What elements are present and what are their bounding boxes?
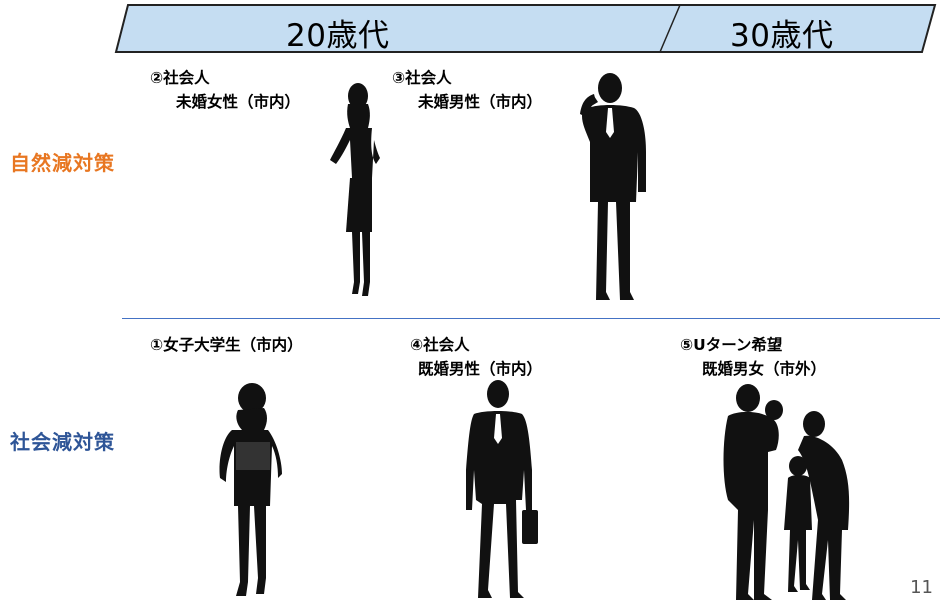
section-divider (122, 318, 940, 319)
age-banner-shape (114, 4, 937, 53)
woman-silhouette-icon (330, 83, 380, 296)
persona-3-label: ③社会人 未婚男性（市内） (392, 66, 542, 114)
social-decrease-measures-label: 社会減対策 (10, 430, 115, 454)
persona-5-label: ⑤Uターン希望 既婚男女（市外） (680, 333, 826, 381)
persona-5-subtitle: 既婚男女（市外） (702, 360, 827, 378)
persona-3-title: ③社会人 (392, 69, 452, 87)
persona-2-title: ②社会人 (150, 69, 210, 87)
persona-2-label: ②社会人 未婚女性（市内） (150, 66, 300, 114)
page-number: 11 (910, 577, 933, 598)
persona-4-label: ④社会人 既婚男性（市内） (410, 333, 542, 381)
age-label-20s: 20歳代 (286, 18, 390, 54)
persona-3-subtitle: 未婚男性（市内） (418, 93, 543, 111)
family-silhouette-icon (723, 384, 850, 600)
age-banner (114, 4, 937, 53)
age-divider-slash (659, 4, 681, 53)
persona-5-title: ⑤Uターン希望 (680, 336, 783, 354)
natural-decrease-measures-label: 自然減対策 (10, 151, 115, 175)
age-label-30s: 30歳代 (730, 18, 834, 54)
persona-4-subtitle: 既婚男性（市内） (418, 360, 543, 378)
persona-4-title: ④社会人 (410, 336, 470, 354)
businessman-briefcase-silhouette-icon (466, 380, 538, 598)
persona-1-title: ①女子大学生（市内） (150, 336, 303, 354)
persona-2-subtitle: 未婚女性（市内） (176, 93, 301, 111)
female-student-silhouette-icon (219, 383, 282, 596)
businessman-phone-silhouette-icon (580, 73, 646, 300)
persona-1-label: ①女子大学生（市内） (150, 333, 303, 357)
